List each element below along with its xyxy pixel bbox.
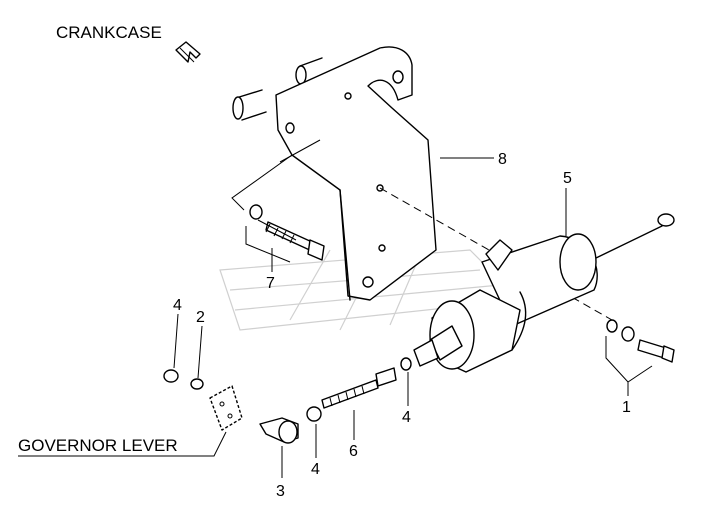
- callout-5: 5: [563, 170, 572, 187]
- ball-joint-part-3: [259, 417, 299, 444]
- solenoid-part-5: [413, 213, 675, 373]
- callout-4-right: 4: [402, 409, 411, 426]
- leader-lines: [18, 157, 629, 478]
- fasteners-part-1: [605, 319, 675, 383]
- governor-lever-label: GOVERNOR LEVER: [18, 436, 178, 455]
- bracket-part-8: [231, 46, 437, 301]
- callout-2: 2: [196, 309, 205, 326]
- callout-4-bottom: 4: [311, 461, 320, 478]
- callout-6: 6: [349, 443, 358, 460]
- callout-8: 8: [498, 151, 507, 168]
- governor-parts: [163, 369, 243, 431]
- callout-1: 1: [622, 399, 631, 416]
- crankcase-arrow-icon: [175, 41, 201, 63]
- callout-7: 7: [266, 275, 275, 292]
- rod-part-6: [306, 357, 412, 422]
- crankcase-label: CRANKCASE: [56, 23, 162, 42]
- bolt-part-7: [245, 204, 325, 263]
- callout-3: 3: [276, 483, 285, 500]
- callout-4-left: 4: [173, 297, 182, 314]
